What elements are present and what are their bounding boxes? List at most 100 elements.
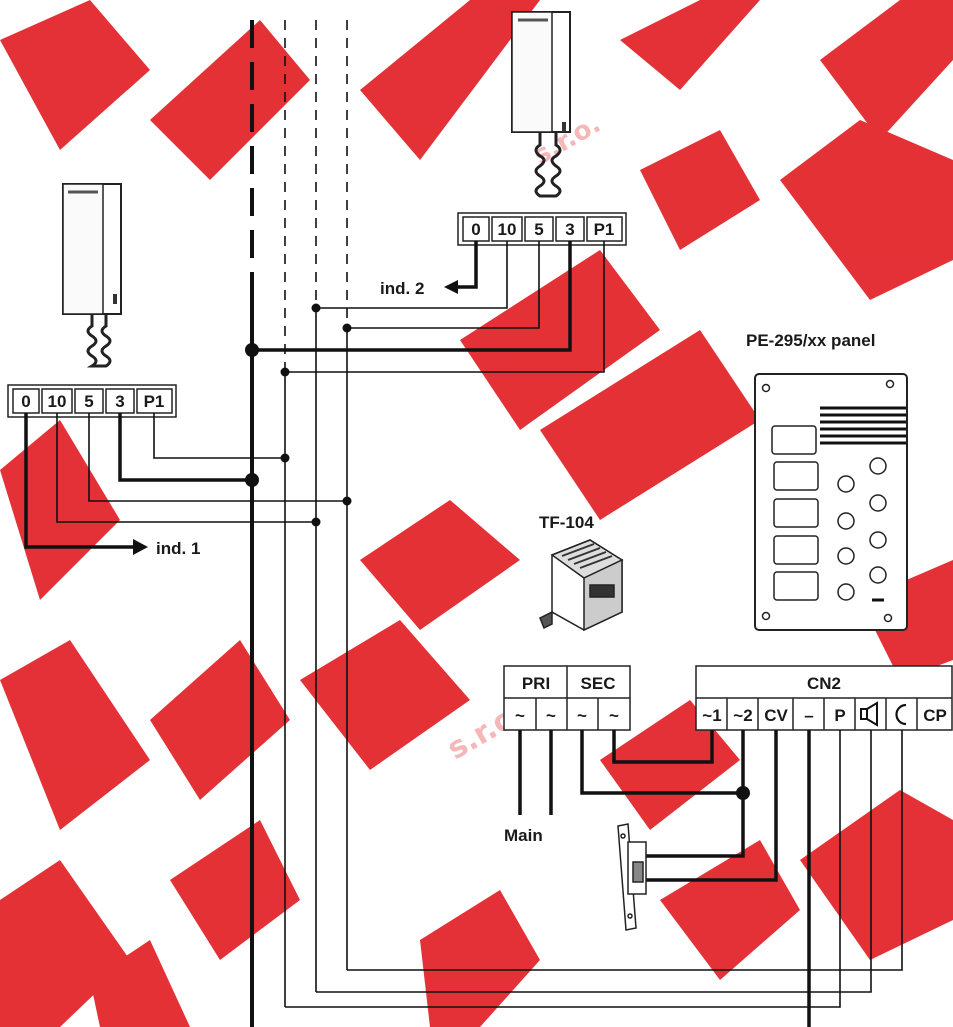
indicator-2-label: ind. 2 xyxy=(380,279,424,298)
call-button xyxy=(869,566,887,584)
sec-label: SEC xyxy=(581,674,616,693)
terminal-cell xyxy=(136,388,173,414)
watermark-stroke xyxy=(600,700,740,830)
camera-window xyxy=(771,425,817,455)
lock-screw xyxy=(627,913,633,919)
lock-bolt xyxy=(632,861,644,883)
handset-1-button xyxy=(113,294,117,304)
call-button xyxy=(869,531,887,549)
microphone-icon xyxy=(895,703,907,726)
transformer-fins xyxy=(561,543,613,569)
terminal-cell xyxy=(41,388,73,414)
terminal-label: – xyxy=(804,706,813,725)
wire-10 xyxy=(316,241,508,309)
name-plate xyxy=(773,535,819,565)
terminal-label: ~1 xyxy=(702,706,721,725)
screw-icon xyxy=(883,613,893,623)
transformer-din-clip xyxy=(539,610,553,630)
terminal-label: 3 xyxy=(565,220,574,239)
terminal-label: 0 xyxy=(471,220,480,239)
call-button xyxy=(869,494,887,512)
watermark-stroke xyxy=(620,0,760,90)
name-plate xyxy=(773,498,819,528)
terminal-label: ~ xyxy=(515,706,525,725)
terminal-label: CP xyxy=(923,706,947,725)
indicator-1-label: ind. 1 xyxy=(156,539,200,558)
junction-dot xyxy=(342,323,352,333)
terminal-cell xyxy=(12,388,40,414)
wire-sec-1 xyxy=(580,730,743,795)
panel-label: PE-295/xx panel xyxy=(746,331,875,350)
name-plate xyxy=(773,461,819,491)
pri-label: PRI xyxy=(522,674,550,693)
screw-icon xyxy=(885,379,895,389)
mains-label: Main xyxy=(504,826,543,845)
watermark-stroke xyxy=(90,940,190,1027)
watermark-stroke xyxy=(800,790,953,960)
wire-p1 xyxy=(153,413,285,459)
watermark-stroke xyxy=(540,330,760,520)
junctions xyxy=(245,303,352,527)
door-panel xyxy=(754,373,908,631)
handset-1-receiver xyxy=(62,183,104,315)
handset-2 xyxy=(511,11,571,198)
arrow-head xyxy=(444,280,458,294)
junction-dot xyxy=(245,473,259,487)
wire-sec-2 xyxy=(612,730,714,764)
junction-dot xyxy=(280,453,290,463)
handset-2-receiver xyxy=(511,11,553,133)
junction-dot xyxy=(311,303,321,313)
wire-5 xyxy=(88,413,347,502)
cn2-label: CN2 xyxy=(807,674,841,693)
screw-icon xyxy=(761,611,771,621)
transformer-terminals: PRI SEC ~ ~ ~ ~ xyxy=(503,665,631,731)
watermark-stroke xyxy=(150,20,310,180)
handset-2-terminals: 0 10 5 3 P1 xyxy=(457,212,627,246)
terminal-cell xyxy=(105,388,135,414)
watermark-stroke xyxy=(0,640,150,830)
watermark-stroke xyxy=(170,820,300,960)
call-button xyxy=(869,457,887,475)
wire-mic xyxy=(347,730,903,971)
wire-3 xyxy=(252,241,572,352)
wire-0-ind2 xyxy=(455,241,478,289)
watermark-stroke xyxy=(360,0,540,160)
watermark-stroke xyxy=(780,120,953,300)
junction-dot xyxy=(245,343,259,357)
wire-p1 xyxy=(285,241,605,373)
watermark-stroke xyxy=(0,420,120,600)
transformer-label: TF-104 xyxy=(539,513,594,532)
terminal-label: 5 xyxy=(534,220,543,239)
speaker-grille xyxy=(820,406,906,445)
call-button xyxy=(837,475,855,493)
riser-lines xyxy=(250,20,348,1027)
wire-5 xyxy=(347,241,540,329)
call-buttons xyxy=(837,457,887,601)
watermark-stroke xyxy=(640,130,760,250)
transformer-device xyxy=(539,539,624,632)
wire-0-ind1 xyxy=(24,413,134,549)
wire-tilde2 xyxy=(646,730,745,858)
terminal-label: ~ xyxy=(577,706,587,725)
terminal-cell xyxy=(555,216,585,242)
electric-lock-icon xyxy=(617,823,647,931)
handset-2-cord xyxy=(534,132,562,198)
screw-icon xyxy=(761,383,771,393)
lock-screw xyxy=(620,833,626,839)
watermark-stroke xyxy=(150,640,290,800)
cn2-wires xyxy=(285,730,903,1027)
call-button xyxy=(837,512,855,530)
handset-1-terminals: 0 10 5 3 P1 xyxy=(7,384,177,418)
terminal-label: P1 xyxy=(144,392,165,411)
terminal-label: P xyxy=(834,706,845,725)
handset-2-button xyxy=(562,122,566,132)
call-button xyxy=(837,583,855,601)
watermark-stroke xyxy=(360,500,520,630)
handset-1 xyxy=(62,183,122,368)
arrow-head xyxy=(133,539,148,555)
terminal-label: ~ xyxy=(609,706,619,725)
handset-1-cord xyxy=(86,314,112,368)
terminal-label: 5 xyxy=(84,392,93,411)
